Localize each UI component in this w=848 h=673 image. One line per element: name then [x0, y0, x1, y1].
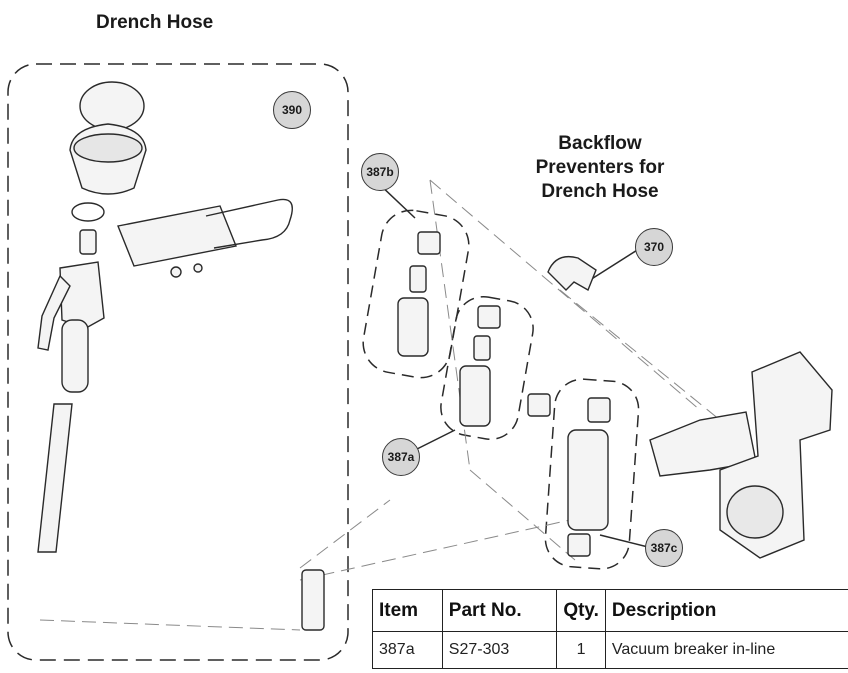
387a-tube [474, 336, 490, 360]
header-qty: Qty. [557, 590, 606, 632]
backflow-heading-line1: Backflow [520, 132, 680, 156]
387a-nut [478, 306, 500, 328]
hose-grip-part [62, 320, 88, 392]
header-item: Item [373, 590, 443, 632]
cell-item: 387a [373, 632, 443, 669]
drench-hose-parts [38, 82, 324, 630]
backflow-heading-line3: Drench Hose [520, 180, 680, 204]
387c-valve [568, 430, 608, 530]
387c-nut-bottom [568, 534, 590, 556]
mounting-bracket-part [118, 206, 236, 266]
callout-390: 390 [273, 91, 311, 129]
header-description: Description [605, 590, 848, 632]
o-ring-part [72, 203, 104, 221]
387b-tube [410, 266, 426, 292]
callout-387b: 387b [361, 153, 399, 191]
loose-nut [528, 394, 550, 416]
387b-valve [398, 298, 428, 356]
backflow-heading: Backflow Preventers for Drench Hose [520, 132, 680, 204]
387b-nut [418, 232, 440, 254]
backflow-heading-line2: Preventers for [520, 156, 680, 180]
nut-part [171, 267, 181, 277]
drench-hose-heading: Drench Hose [96, 12, 213, 34]
cell-qty: 1 [557, 632, 606, 669]
callout-387c: 387c [645, 529, 683, 567]
callout-370: 370 [635, 228, 673, 266]
parts-table: Item Part No. Qty. Description 387a S27-… [372, 589, 848, 669]
drench-hose-group-outline [8, 64, 348, 660]
valve-body-part [60, 262, 104, 328]
table-row: 387a S27-303 1 Vacuum breaker in-line [373, 632, 848, 669]
callout-387a: 387a [382, 438, 420, 476]
header-part-no: Part No. [442, 590, 557, 632]
cell-description: Vacuum breaker in-line [605, 632, 848, 669]
elbow-370-part [548, 257, 596, 290]
387a-valve [460, 366, 490, 426]
cap-part [80, 82, 144, 130]
hose-end-fitting-part [302, 570, 324, 630]
washer-part [194, 264, 202, 272]
small-fitting-part [80, 230, 96, 254]
cell-part-no: S27-303 [442, 632, 557, 669]
parts-table-header-row: Item Part No. Qty. Description [373, 590, 848, 632]
hose-pipe-part [38, 404, 72, 552]
387c-nut-top [588, 398, 610, 422]
